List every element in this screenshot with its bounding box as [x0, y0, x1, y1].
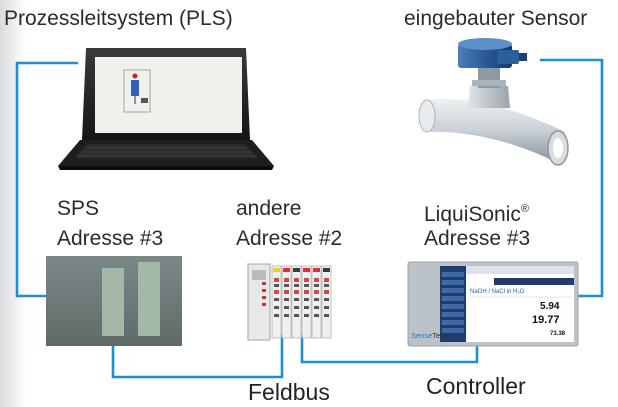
sps-module-2	[138, 262, 160, 336]
left-edge-shade	[0, 0, 26, 407]
sps-module-1	[102, 268, 124, 336]
controller-value-1: 5.94	[540, 301, 560, 312]
laptop-pls	[58, 48, 274, 170]
liquisonic-controller: NaOH / NaCl in H₂O 5.94 19.77 73.38 Sens…	[407, 261, 579, 347]
controller-value-3: 73.38	[550, 331, 566, 337]
sps-title: SPS	[57, 197, 100, 220]
pipe-sensor	[418, 38, 569, 166]
controller-bus-line	[300, 334, 479, 364]
sensetech-logo: SenseTech	[411, 331, 448, 340]
sensor-to-controller-line	[540, 58, 604, 298]
pls-to-sps-line	[15, 61, 78, 298]
other-address: Adresse #2	[236, 227, 343, 250]
io-modules	[271, 265, 332, 339]
feldbus-line	[111, 334, 284, 379]
sps-address: Adresse #3	[57, 227, 164, 250]
process-schematic-icon	[123, 69, 151, 113]
bus-lines	[15, 58, 604, 379]
controller-label: Controller	[426, 373, 526, 399]
other-title: andere	[236, 197, 302, 220]
sensor-head	[458, 38, 527, 68]
pipe-opening-left	[418, 99, 436, 133]
liquisonic-title: LiquiSonic®	[424, 196, 529, 228]
feldbus-label: Feldbus	[248, 379, 330, 405]
laptop-screen	[95, 57, 242, 133]
sensor-label: eingebauter Sensor	[404, 7, 588, 30]
liquisonic-name: LiquiSonic	[424, 203, 521, 226]
controller-value-2: 19.77	[532, 314, 560, 326]
controller-formula: NaOH / NaCl in H₂O	[470, 289, 525, 295]
sps-unit	[46, 256, 182, 346]
pls-label: Prozessleitsystem (PLS)	[4, 7, 233, 30]
io-rack-device	[247, 263, 332, 341]
registered-mark: ®	[520, 203, 530, 215]
liquisonic-address: Adresse #3	[424, 227, 531, 250]
